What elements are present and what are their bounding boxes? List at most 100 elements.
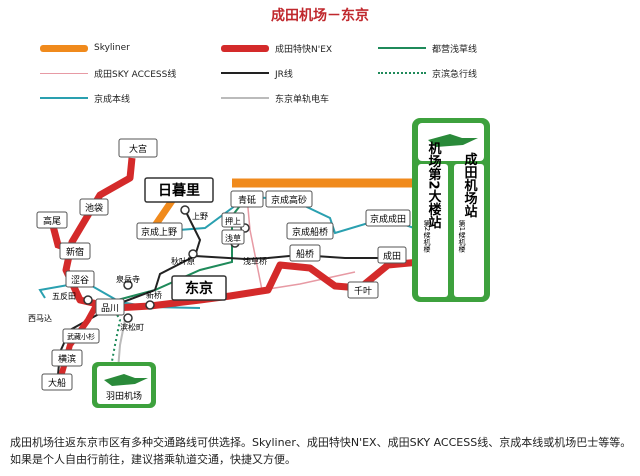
station-label: 押上: [225, 216, 241, 226]
station-keisei-narita: 京成成田: [365, 209, 411, 227]
station-quanyuesi-label: 泉岳寺: [116, 274, 140, 284]
legend-swatch: [221, 44, 269, 52]
legend-label: 都营浅草线: [432, 44, 478, 55]
station-keisei-funabashi: 京成船桥: [286, 222, 334, 240]
station-label: 五反田: [52, 291, 76, 301]
station-shinbashi-label: 新桥: [146, 290, 162, 300]
legend-monorail: 东京单轨电车: [221, 91, 329, 105]
legend-swatch: [378, 72, 426, 74]
station-label: 东京: [185, 280, 213, 297]
airport-t2-sub: 第2候机楼: [423, 219, 431, 253]
station-dot-quanyuesi: [123, 280, 133, 290]
station-narita: 成田: [377, 246, 407, 264]
monorail-line: [117, 319, 126, 371]
airport-t2-label: 机场第2大楼站: [426, 141, 442, 230]
station-label: 涩谷: [71, 275, 89, 286]
airplane-icon: [428, 134, 478, 147]
legend-label: 东京单轨电车: [275, 94, 330, 105]
station-label: 大宫: [129, 143, 147, 155]
station-funabashi: 船桥: [289, 244, 321, 262]
legend-label: Skyliner: [94, 43, 130, 53]
airport-narita: 机场第2大楼站 成田机场站 第2候机楼 第1候机楼: [412, 118, 490, 302]
legend-nex: 成田特快N'EX: [221, 41, 332, 55]
station-label: 横滨: [58, 353, 76, 365]
legend-swatch: [40, 72, 88, 74]
station-label: 新桥: [146, 290, 162, 300]
station-yokohama: 横滨: [51, 349, 83, 367]
station-label: 浅草: [225, 233, 241, 243]
legend-sky-access: 成田SKY ACCESS线: [40, 66, 176, 80]
station-xima-label: 西马込: [28, 314, 52, 323]
station-label: 武藏小杉: [67, 332, 95, 341]
station-label: 西马込: [28, 314, 52, 323]
station-keisei-takasago: 京成高砂: [265, 190, 313, 208]
station-nippori: 日暮里: [144, 177, 214, 203]
station-musashikosugi: 武藏小杉: [62, 328, 100, 344]
station-label: 京成船桥: [292, 226, 328, 238]
station-asakusabashi-label: 浅草桥: [243, 256, 267, 266]
station-label: 大船: [48, 377, 66, 389]
description-text: 成田机场往返东京市区有多种交通路线可供选择。Skyliner、成田特快N'EX、…: [10, 436, 632, 466]
station-tokyo: 东京: [171, 275, 227, 301]
station-hamamatsucho-label: 滨松町: [120, 322, 144, 332]
station-keisei-ueno: 京成上野: [136, 222, 183, 240]
airport-t1-sub: 第1候机楼: [458, 219, 466, 253]
legend-swatch: [221, 97, 269, 99]
sky-access-line: [246, 196, 356, 291]
station-ofuna: 大船: [41, 373, 73, 391]
station-label: 新宿: [66, 246, 84, 258]
station-label: 上野: [192, 212, 208, 221]
station-asakusa: 浅草: [221, 229, 245, 245]
legend-keisei-main: 京成本线: [40, 91, 130, 105]
legend-label: 成田特快N'EX: [275, 44, 333, 55]
station-label: 京成成田: [370, 213, 406, 225]
station-label: 池袋: [85, 202, 103, 214]
station-label: 京成高砂: [271, 194, 307, 206]
legend-jr: JR线: [221, 66, 293, 80]
legend-toei-asakusa: 都营浅草线: [378, 41, 477, 55]
legend-swatch: [378, 47, 426, 49]
station-dot-gotanda: [83, 295, 93, 305]
airplane-icon: [104, 374, 148, 386]
airport-haneda: 羽田机场: [92, 362, 156, 408]
station-gaowei: 高尾: [36, 211, 68, 229]
station-label: 船桥: [296, 248, 314, 260]
station-dot-akihabara: [188, 249, 198, 259]
station-shibuya: 涩谷: [65, 270, 95, 288]
station-dagong: 大宫: [118, 138, 158, 158]
station-akihabara-label: 秋叶原: [171, 256, 195, 266]
station-label: 京成上野: [141, 226, 177, 238]
legend-label: 成田SKY ACCESS线: [94, 69, 177, 80]
station-xinsu: 新宿: [59, 242, 91, 260]
station-dot-hamamatsucho: [123, 313, 133, 323]
legend-skyliner: Skyliner: [40, 41, 130, 55]
station-label: 浅草桥: [243, 256, 267, 266]
station-shinagawa: 品川: [95, 298, 125, 316]
station-label: 滨松町: [120, 322, 144, 332]
legend-keikyu: 京滨急行线: [378, 66, 477, 80]
station-label: 日暮里: [158, 182, 200, 199]
station-label: 高尾: [43, 215, 61, 227]
legend-label: JR线: [275, 69, 293, 80]
station-gotanda-label: 五反田: [52, 291, 76, 301]
station-label: 泉岳寺: [116, 274, 140, 284]
station-chiba: 千叶: [347, 281, 379, 299]
station-label: 千叶: [354, 286, 372, 297]
station-label: 成田: [383, 250, 401, 262]
station-aoto: 青砥: [230, 190, 264, 208]
station-label: 秋叶原: [171, 256, 195, 266]
station-oshiage: 押上: [221, 212, 245, 228]
airport-t1-label: 成田机场站: [462, 152, 478, 219]
station-label: 品川: [101, 303, 119, 314]
legend-label: 京成本线: [94, 94, 131, 105]
legend-swatch: [40, 44, 88, 52]
airport-label: 羽田机场: [106, 390, 142, 402]
page-title: 成田机场－东京: [271, 8, 369, 24]
station-dot-shinbashi: [145, 300, 155, 310]
legend-swatch: [221, 72, 269, 74]
legend-label: 京滨急行线: [432, 69, 478, 80]
station-dot-ueno: [180, 205, 190, 215]
station-label: 青砥: [238, 194, 256, 206]
station-chidai: 池袋: [79, 198, 109, 216]
